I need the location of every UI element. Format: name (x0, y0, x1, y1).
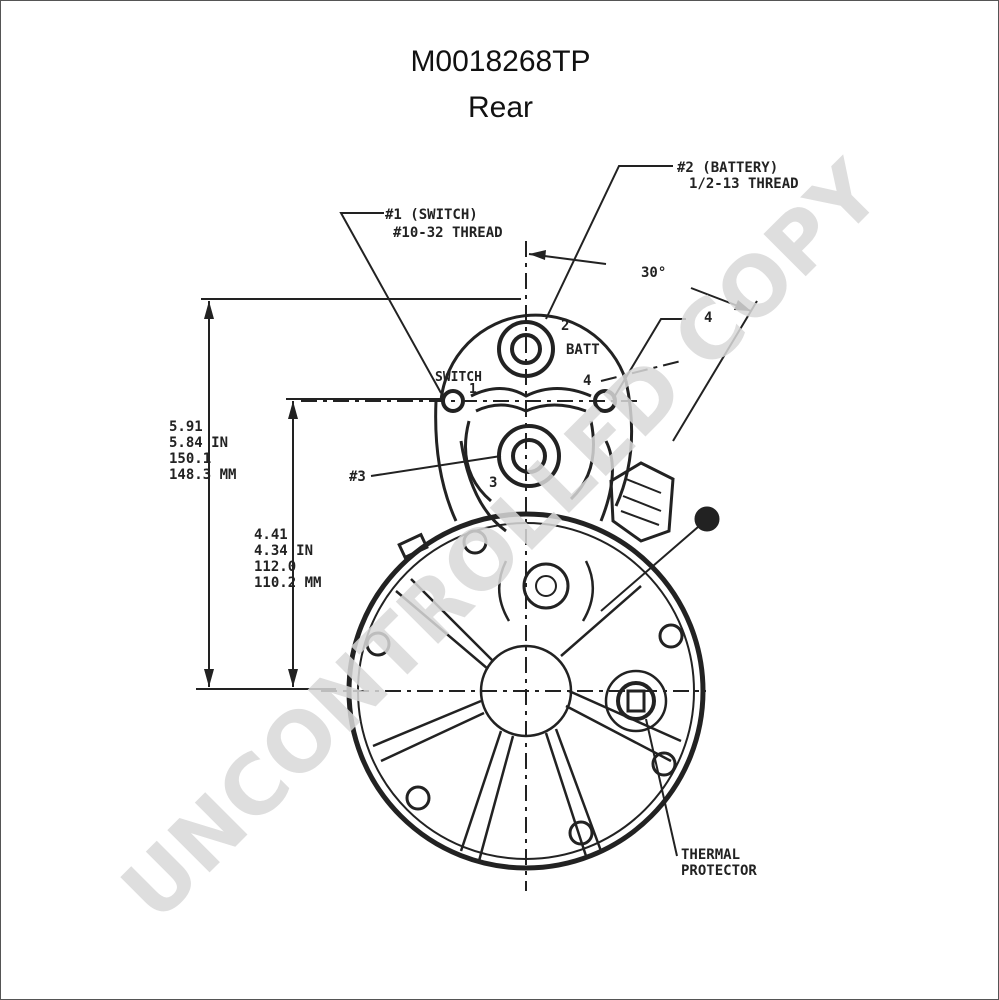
angle-terminal-4-label: 4 (704, 310, 712, 326)
terminal-1-label: 1 (469, 382, 477, 397)
inner-dim-4: 110.2 MM (254, 575, 321, 591)
battery-label-line2: 1/2-13 THREAD (689, 176, 799, 192)
hash3-label: #3 (349, 469, 366, 485)
outer-dim-1: 5.91 (169, 419, 203, 435)
uncontrolled-copy-watermark: UNCONTROLLED COPY (104, 143, 900, 939)
view-subtitle: Rear (467, 91, 534, 124)
leader-lines (339, 165, 686, 857)
part-number-title: M0018268TP (410, 45, 591, 78)
terminal-2-label: 2 (561, 318, 569, 334)
angle-label: 30° (641, 265, 666, 281)
dimension-lines (196, 250, 758, 690)
terminal-3-label: 3 (489, 475, 497, 491)
terminal-4-label: 4 (583, 373, 591, 389)
motor-housing (346, 511, 706, 871)
outer-dim-2: 5.84 IN (169, 435, 228, 451)
callout-labels: #2 (BATTERY) 1/2-13 THREAD #1 (SWITCH) #… (169, 160, 799, 879)
inner-dim-2: 4.34 IN (254, 543, 313, 559)
battery-label-line1: #2 (BATTERY) (677, 160, 778, 176)
switch-terminal-label: SWITCH (435, 370, 482, 385)
inner-dim-3: 112.0 (254, 559, 296, 575)
thermal-label-line2: PROTECTOR (681, 863, 757, 879)
batt-label: BATT (566, 342, 600, 358)
outer-dim-4: 148.3 MM (169, 467, 236, 483)
centerlines (301, 241, 706, 891)
inner-dim-1: 4.41 (254, 527, 288, 543)
thermal-protector-connector (604, 669, 668, 733)
switch-label-line1: #1 (SWITCH) (385, 207, 478, 223)
switch-label-line2: #10-32 THREAD (393, 225, 503, 241)
outer-dim-3: 150.1 (169, 451, 211, 467)
thermal-label-line1: THERMAL (681, 847, 740, 863)
